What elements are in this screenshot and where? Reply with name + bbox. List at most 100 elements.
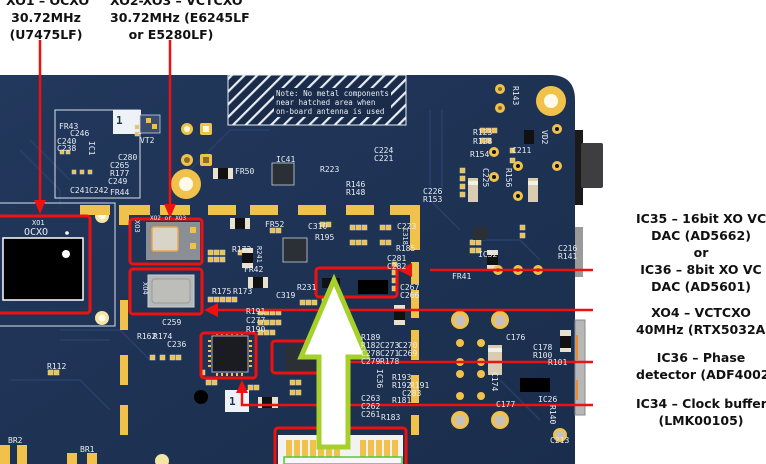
ic36-dac-body: [358, 280, 388, 294]
silk-c271: C271: [380, 349, 400, 358]
antenna-note-line-2: near hatched area when: [276, 98, 376, 107]
silk-r177: R177: [110, 169, 130, 178]
silk-r174: R174: [153, 332, 173, 341]
silk-c226: C226: [423, 187, 443, 196]
silk-ic26: IC26: [538, 395, 558, 404]
silk-br2: BR2: [8, 436, 23, 445]
silk-c240: C240: [57, 137, 77, 146]
silk-c249: C249: [108, 177, 128, 186]
silk-r183: R183: [381, 413, 401, 422]
silk-r195: R195: [315, 233, 335, 242]
callout-xo4-line-1: XO4 – VCTCXO: [651, 305, 751, 320]
silk-c319: C319: [276, 291, 296, 300]
callout-xo2-line-3: or E5280LF): [128, 27, 214, 42]
silk-r181: R181: [392, 396, 412, 405]
silk-c310: C310: [308, 222, 328, 231]
silk-c270: C270: [398, 341, 418, 350]
callout-buf-line-1: IC34 – Clock buffer: [636, 396, 766, 411]
ic26-body: [520, 378, 550, 392]
highlight-dac: [314, 266, 399, 299]
silk-r193: R193: [392, 373, 412, 382]
silk-c211: C211: [512, 146, 532, 155]
silk-fr44: FR44: [110, 188, 130, 197]
silk-r154: R154: [470, 150, 490, 159]
silk-r140: R140: [548, 405, 557, 425]
silk-c263: C263: [361, 394, 381, 403]
silk-c283: C283: [402, 389, 422, 398]
silk-fr50: FR50: [235, 167, 255, 176]
callout-buf-line-2: (LMK00105): [658, 413, 744, 428]
callout-pd-line-1: IC36 – Phase: [656, 350, 746, 365]
ocxo-body: [2, 237, 84, 301]
silk-c246: C246: [70, 129, 90, 138]
silk-r143: R143: [511, 86, 520, 106]
silk-r172: R172: [232, 245, 252, 254]
silk-c178: C178: [533, 343, 553, 352]
silk-r141: R141: [558, 252, 578, 261]
page-marker-box: [113, 110, 141, 134]
silk-c224: C224: [374, 146, 394, 155]
silk-r178: R178: [380, 357, 400, 366]
silk-c280: C280: [118, 153, 138, 162]
silk-c279: C279: [361, 357, 381, 366]
silk-c221: C221: [374, 154, 394, 163]
callout-xo2-line-2: 30.72MHz (E6245LF: [110, 10, 250, 25]
signal-path-arrow: [297, 273, 371, 450]
silk-c242: C242: [89, 186, 109, 195]
callout-xo4: XO4 – VCTCXO 40MHz (RTX5032A): [636, 304, 766, 338]
silk-c241: C241: [70, 186, 90, 195]
silk-xo1: XO1: [32, 219, 45, 227]
callout-phase-detector: IC36 – Phase detector (ADF4002): [636, 349, 766, 383]
silk-r146: R146: [346, 180, 366, 189]
silk-fr42: FR42: [244, 265, 264, 274]
callout-dac: IC35 – 16bit XO VC DAC (AD5662) or IC36 …: [636, 210, 766, 295]
silk-c261: C261: [361, 410, 381, 419]
ic43-body: [282, 237, 308, 263]
callout-clock-buffer: IC34 – Clock buffer (LMK00105): [636, 395, 766, 429]
highlight-xo4: [128, 267, 204, 316]
silk-r173: R173: [233, 287, 253, 296]
silk-fr43: FR43: [59, 122, 79, 131]
silk-c216: C216: [558, 244, 578, 253]
silk-r182a: R182: [361, 341, 381, 350]
silk-c278: C278: [361, 349, 381, 358]
callout-xo1: XO1 – OCXO 30.72MHz (U7475LF): [6, 0, 89, 43]
silk-r162: R162: [137, 332, 157, 341]
highlight-ic34: [199, 331, 258, 380]
usb-connector: [574, 319, 586, 416]
ic32-body: [473, 226, 487, 240]
silk-r148: R148: [346, 188, 366, 197]
silk-c273: C273: [380, 341, 400, 350]
antenna-note-line-1: Note: No metal components: [276, 89, 389, 98]
silk-fr41: FR41: [452, 272, 472, 281]
right-vias: [451, 84, 567, 442]
silk-vd2: VD2: [540, 130, 549, 145]
antenna-note-line-3: on-board antenna is used: [276, 107, 385, 116]
silk-br1: BR1: [80, 445, 95, 454]
silk-vt2: VT2: [140, 136, 155, 145]
silk-r100: R100: [533, 351, 553, 360]
highlight-xo2: [128, 217, 204, 266]
silk-ic36: IC36: [375, 369, 384, 389]
silk-r192: R192: [392, 381, 412, 390]
callout-xo1-line-3: (U7475LF): [9, 27, 83, 42]
leader-lines: [38, 40, 593, 407]
jack-connector: [575, 130, 583, 205]
vd2-body: [524, 130, 534, 144]
silk-c267: C267: [400, 283, 420, 292]
ground-pads: [80, 205, 420, 435]
ic34-body: [211, 335, 249, 373]
silk-r190: R190: [246, 325, 266, 334]
silk-fr52: FR52: [265, 220, 285, 229]
silk-c269: C269: [398, 349, 418, 358]
silk-ic32: IC32: [478, 250, 498, 259]
silk-ocxo: OCXO: [24, 227, 49, 238]
silk-r156: R156: [504, 168, 513, 188]
silk-c318: C318: [401, 228, 409, 245]
silk-r241: R241: [255, 246, 263, 263]
silk-r189: R189: [361, 333, 381, 342]
silk-c174: C174: [490, 372, 499, 392]
silk-xo2: XO2 or XO3: [150, 215, 187, 222]
silk-c266: C266: [400, 291, 420, 300]
